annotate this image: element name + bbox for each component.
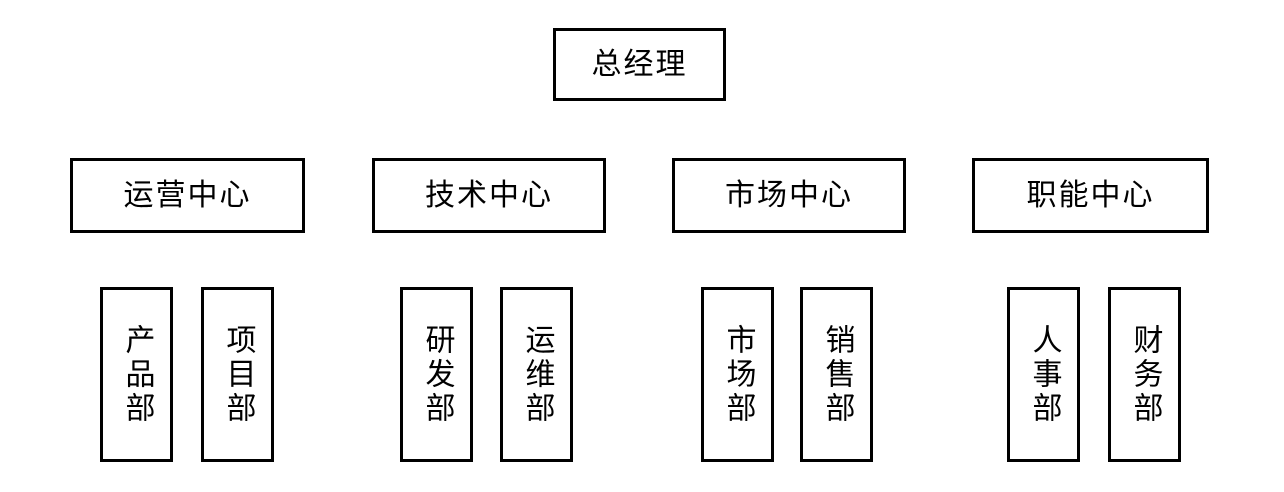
org-node-operations-center-label: 运营中心 — [123, 177, 252, 213]
org-node-ops-maintenance-dept-label: 运维部 — [519, 323, 555, 426]
org-node-technology-center: 技术中心 — [372, 158, 606, 233]
org-node-marketing-dept-label: 市场部 — [720, 323, 756, 426]
org-node-general-manager-label: 总经理 — [591, 46, 688, 82]
org-node-sales-dept: 销售部 — [800, 287, 873, 462]
org-node-hr-dept: 人事部 — [1007, 287, 1080, 462]
org-node-operations-center: 运营中心 — [70, 158, 305, 233]
org-node-general-manager: 总经理 — [553, 28, 726, 101]
org-node-product-dept-label: 产品部 — [119, 323, 155, 426]
org-node-market-center-label: 市场中心 — [725, 177, 853, 213]
org-node-product-dept: 产品部 — [100, 287, 173, 462]
org-node-market-center: 市场中心 — [672, 158, 906, 233]
org-node-functional-center-label: 职能中心 — [1026, 177, 1155, 213]
org-node-project-dept-label: 项目部 — [220, 323, 256, 426]
org-node-finance-dept: 财务部 — [1108, 287, 1181, 462]
org-node-rnd-dept: 研发部 — [400, 287, 473, 462]
org-node-project-dept: 项目部 — [201, 287, 274, 462]
org-node-finance-dept-label: 财务部 — [1127, 323, 1163, 426]
org-node-marketing-dept: 市场部 — [701, 287, 774, 462]
org-node-functional-center: 职能中心 — [972, 158, 1209, 233]
org-node-technology-center-label: 技术中心 — [425, 177, 553, 213]
org-node-hr-dept-label: 人事部 — [1026, 323, 1062, 426]
org-node-ops-maintenance-dept: 运维部 — [500, 287, 573, 462]
org-node-rnd-dept-label: 研发部 — [419, 323, 455, 426]
org-node-sales-dept-label: 销售部 — [819, 323, 855, 426]
